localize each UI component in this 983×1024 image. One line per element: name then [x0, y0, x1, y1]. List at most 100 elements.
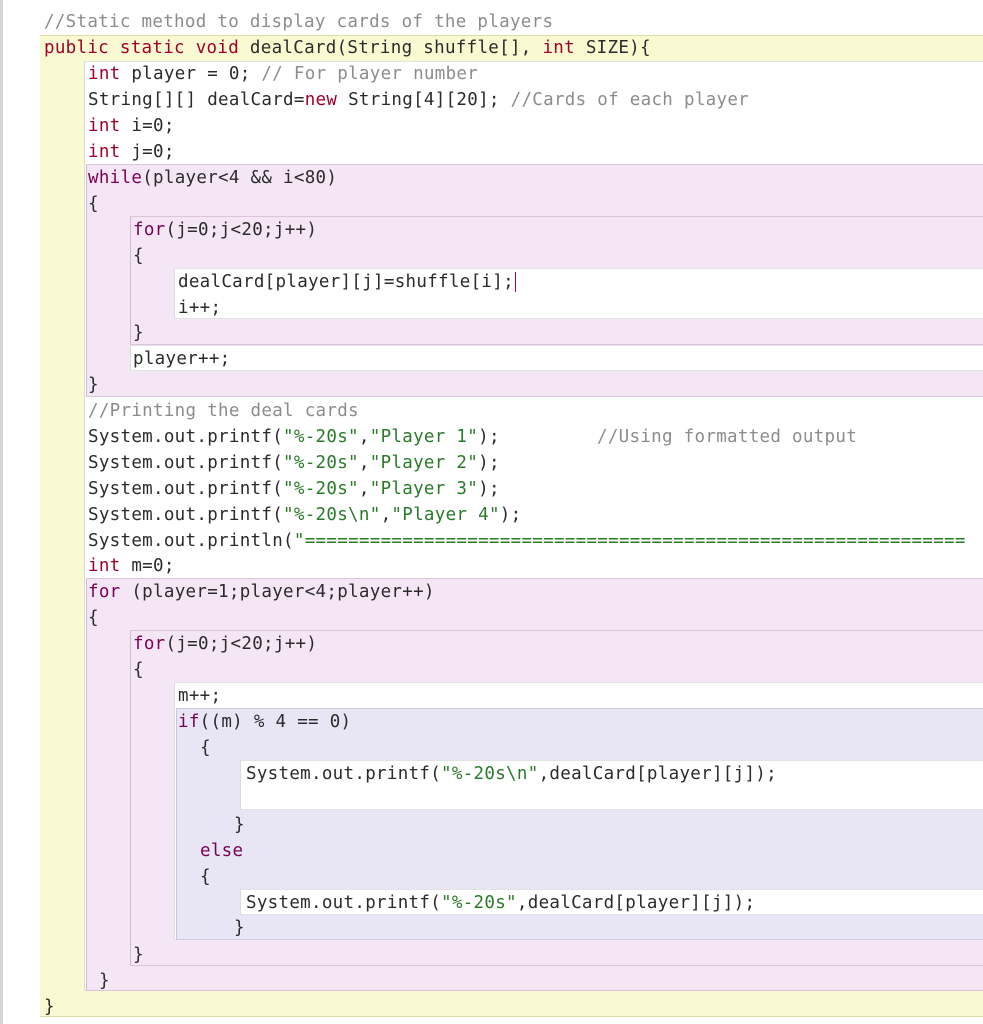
code-text: SIZE){: [574, 38, 651, 58]
code-line-while[interactable]: while(player<4 && i<80): [88, 165, 337, 191]
code-line-brace-open[interactable]: {: [200, 738, 211, 758]
string-literal: "Player 4": [391, 505, 500, 525]
code-line-brace-open[interactable]: {: [133, 660, 144, 680]
code-text: player = 0;: [120, 64, 262, 84]
string-literal: "%-20s\n": [441, 764, 539, 784]
code-line-brace-close[interactable]: }: [88, 375, 99, 395]
code-line-brace-open[interactable]: {: [200, 867, 211, 887]
keyword: for: [88, 582, 121, 602]
code-text: );: [499, 505, 522, 525]
string-literal: "%-20s": [283, 427, 359, 447]
code-text: String[][] dealCard=: [88, 90, 305, 110]
code-text: );: [478, 453, 500, 473]
keyword: for: [133, 220, 166, 240]
text-caret: [514, 272, 516, 292]
code-line-brace-open[interactable]: {: [88, 194, 99, 214]
code-line-comment-header[interactable]: //Static method to display cards of the …: [44, 12, 554, 32]
while-for-body-block: [174, 268, 983, 319]
keyword: int: [88, 116, 121, 136]
string-literal: "Player 1": [369, 427, 479, 447]
string-literal: "Player 2": [369, 453, 479, 473]
code-line-m-decl[interactable]: int m=0;: [88, 553, 175, 579]
string-literal: "%-20s\n": [283, 505, 381, 525]
code-text: dealCard(String shuffle[],: [239, 38, 543, 58]
keyword: void: [195, 38, 240, 58]
code-line-player-increment[interactable]: player++;: [133, 349, 231, 369]
string-literal: "=======================================…: [293, 531, 966, 551]
while-body-tail-block: [130, 345, 983, 371]
code-text: (j=0;j<20;j++): [165, 634, 318, 654]
code-text: ,dealCard[player][j]);: [516, 893, 756, 913]
code-line-brace-open[interactable]: {: [133, 246, 144, 266]
code-text: ,dealCard[player][j]);: [538, 764, 777, 784]
code-text: String[4][20];: [337, 90, 511, 110]
code-text: System.out.printf(: [88, 453, 284, 473]
code-line-i-decl[interactable]: int i=0;: [88, 113, 175, 139]
code-line-printf-4[interactable]: System.out.printf("%-20s\n","Player 4");: [88, 502, 521, 528]
comment: // For player number: [261, 64, 479, 84]
code-line-assign[interactable]: dealCard[player][j]=shuffle[i];: [178, 269, 516, 295]
code-line-printf-2[interactable]: System.out.printf("%-20s","Player 2");: [88, 450, 500, 476]
string-literal: "%-20s": [283, 479, 359, 499]
code-text: System.out.println(: [88, 531, 294, 551]
code-text: System.out.printf(: [246, 893, 442, 913]
else-body-block: [240, 889, 983, 915]
code-line-brace-close[interactable]: }: [133, 945, 144, 965]
code-line-for-player[interactable]: for (player=1;player<4;player++): [88, 579, 435, 605]
keyword: int: [542, 38, 575, 58]
string-literal: "%-20s": [283, 453, 359, 473]
keyword: new: [304, 90, 338, 110]
code-line-println[interactable]: System.out.println("====================…: [88, 528, 983, 554]
code-line-method-signature[interactable]: public static void dealCard(String shuff…: [44, 35, 651, 61]
keyword: static: [119, 38, 185, 58]
code-text: System.out.printf(: [246, 764, 442, 784]
code-text: (player=1;player<4;player++): [120, 582, 435, 602]
comment: //Cards of each player: [510, 90, 749, 110]
code-line-i-increment[interactable]: i++;: [178, 298, 222, 318]
code-text: ((m) % 4 == 0): [199, 712, 352, 732]
string-literal: "Player 3": [369, 479, 479, 499]
code-line-m-increment[interactable]: m++;: [178, 686, 222, 706]
code-line-comment-print[interactable]: //Printing the deal cards: [88, 401, 359, 421]
code-text: );: [478, 479, 500, 499]
code-line-player-decl[interactable]: int player = 0; // For player number: [88, 61, 478, 87]
code-line-brace-close[interactable]: }: [99, 971, 110, 991]
code-text: j=0;: [120, 142, 175, 162]
keyword: for: [133, 634, 166, 654]
code-line-j-decl[interactable]: int j=0;: [88, 139, 175, 165]
keyword: while: [88, 168, 143, 188]
code-line-if[interactable]: if((m) % 4 == 0): [178, 709, 351, 735]
code-comment-formatted-output[interactable]: //Using formatted output: [597, 427, 858, 447]
string-literal: "%-20s": [441, 893, 517, 913]
code-line-printf-1[interactable]: System.out.printf("%-20s","Player 1");: [88, 424, 500, 450]
code-line-printf-card[interactable]: System.out.printf("%-20s",dealCard[playe…: [246, 890, 755, 916]
code-line-printf-3[interactable]: System.out.printf("%-20s","Player 3");: [88, 476, 500, 502]
code-text: dealCard[player][j]=shuffle[i];: [178, 272, 514, 292]
code-text: ,: [358, 427, 370, 447]
if-body-block: [240, 760, 983, 810]
code-line-brace-close[interactable]: }: [44, 997, 55, 1017]
code-line-brace-close[interactable]: }: [234, 815, 245, 835]
code-line-brace-close[interactable]: }: [133, 323, 144, 343]
code-line-for-j-2[interactable]: for(j=0;j<20;j++): [133, 631, 317, 657]
code-text: ,: [358, 479, 370, 499]
editor-gutter: [0, 0, 3, 1024]
code-text: (player<4 && i<80): [142, 168, 338, 188]
keyword: int: [88, 142, 121, 162]
code-text: System.out.printf(: [88, 479, 284, 499]
code-line-dealcard-decl[interactable]: String[][] dealCard=new String[4][20]; /…: [88, 87, 749, 113]
code-text: ,: [358, 453, 370, 473]
keyword: if: [178, 712, 200, 732]
code-line-for-j[interactable]: for(j=0;j<20;j++): [133, 217, 317, 243]
code-text: i=0;: [120, 116, 175, 136]
code-text: ,: [380, 505, 392, 525]
code-text: );: [478, 427, 500, 447]
code-line-printf-newline[interactable]: System.out.printf("%-20s\n",dealCard[pla…: [246, 761, 777, 787]
code-line-brace-close[interactable]: }: [234, 918, 245, 938]
code-text: System.out.printf(: [88, 427, 284, 447]
code-line-brace-open[interactable]: {: [88, 608, 99, 628]
code-line-else[interactable]: else: [200, 841, 244, 861]
keyword: int: [88, 556, 121, 576]
code-text: System.out.printf(: [88, 505, 284, 525]
keyword: int: [88, 64, 121, 84]
